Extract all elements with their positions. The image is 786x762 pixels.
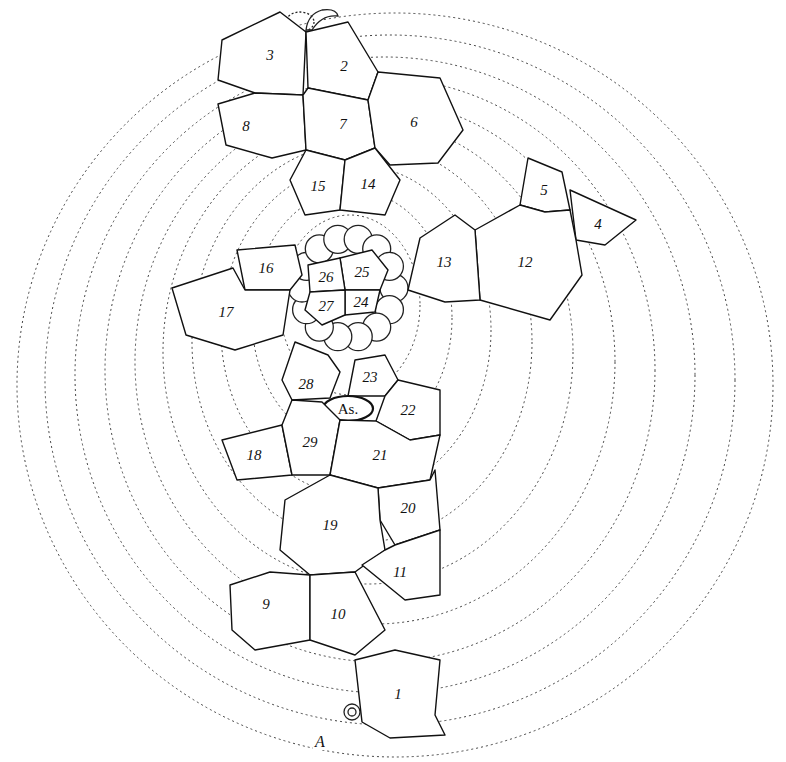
plate-outline	[218, 93, 306, 158]
plate-number: 20	[401, 501, 416, 516]
plate-number: 24	[354, 295, 369, 310]
plate: 14	[340, 148, 400, 215]
plate-shape	[340, 148, 400, 215]
plate-number: 1	[394, 687, 402, 702]
plate-shape	[230, 572, 310, 650]
plate-number: 8	[242, 119, 250, 134]
plate-shape	[303, 88, 375, 160]
plate-shape	[408, 215, 480, 302]
plate-outline	[303, 88, 375, 160]
plate-number: 3	[266, 48, 274, 63]
plate: 26	[308, 258, 345, 292]
plate-number: 10	[331, 607, 346, 622]
plate: 18	[222, 425, 292, 480]
plate-number: 2	[340, 59, 348, 74]
plate-shape	[305, 290, 345, 325]
plate-number: 21	[373, 448, 388, 463]
plate: 27	[305, 290, 345, 325]
plate: 25	[340, 250, 388, 290]
plate-number: 17	[219, 305, 234, 320]
petal-rosette	[288, 225, 408, 350]
plate: 3	[218, 12, 306, 95]
plate-number: 29	[303, 435, 318, 450]
plate-number: 23	[363, 370, 378, 385]
plate: 29	[282, 400, 340, 475]
plate-shape	[218, 12, 306, 95]
plate-number: 19	[323, 518, 338, 533]
plate-shape	[310, 572, 385, 655]
plate-number: 5	[540, 183, 548, 198]
plate: 16	[237, 245, 302, 290]
plate-number: 15	[311, 179, 326, 194]
plate-shape	[306, 22, 378, 100]
plate-outline	[310, 572, 385, 655]
plate-outline	[230, 572, 310, 650]
plate-outline	[218, 12, 306, 95]
plate-number: 22	[401, 403, 416, 418]
plate-number: As.	[338, 402, 358, 417]
plate: 5	[520, 158, 570, 212]
plate-shape	[282, 400, 340, 475]
plate: 17	[172, 268, 290, 350]
dotted-spiral	[17, 13, 773, 757]
plate-number: 27	[319, 299, 334, 314]
plate-shape	[282, 342, 340, 400]
plate-shape	[570, 190, 636, 245]
plate-shape	[520, 158, 570, 212]
figure-label: A	[313, 734, 327, 750]
plate-number: 14	[361, 177, 376, 192]
plate: 24	[345, 290, 380, 315]
plate-shape	[330, 420, 440, 488]
plate: 12	[475, 205, 582, 320]
plate-outline	[570, 190, 636, 245]
plate-shape	[340, 250, 388, 290]
plate-shape	[368, 72, 463, 165]
plate-number: 9	[262, 597, 270, 612]
plate-number: 11	[393, 565, 407, 580]
plate-shape	[362, 530, 440, 600]
plate: 11	[362, 530, 440, 600]
plate: 15	[290, 150, 345, 215]
plate-number: 18	[247, 448, 262, 463]
plate-number: 16	[259, 261, 274, 276]
plate: 28	[282, 342, 340, 400]
plate-number: 12	[518, 255, 533, 270]
plate-number: 4	[594, 217, 602, 232]
plate: 1	[355, 650, 445, 738]
plate-number: 6	[410, 115, 418, 130]
plate-number: 25	[355, 265, 370, 280]
plate-number: 28	[299, 377, 314, 392]
plate: 2	[306, 22, 378, 100]
plate-shape	[345, 290, 380, 315]
plate-shape	[308, 258, 345, 292]
plate: 21	[330, 420, 440, 488]
plate-shape	[237, 245, 302, 290]
plate: 13	[408, 215, 480, 302]
plate-shape	[355, 650, 445, 738]
plate-number: 7	[339, 117, 347, 132]
plate-number: 26	[319, 270, 334, 285]
plate-number: 13	[437, 255, 452, 270]
plate: 6	[368, 72, 463, 165]
plate: 4	[570, 190, 636, 245]
plate-shape	[475, 205, 582, 320]
plate-shape	[290, 150, 345, 215]
plate-shape	[218, 93, 306, 158]
plate-shape	[222, 425, 292, 480]
plate: 9	[230, 572, 310, 650]
plate: 10	[310, 572, 385, 655]
plate: 8	[218, 93, 306, 158]
plate-shape	[172, 268, 290, 350]
plate: 7	[303, 88, 375, 160]
